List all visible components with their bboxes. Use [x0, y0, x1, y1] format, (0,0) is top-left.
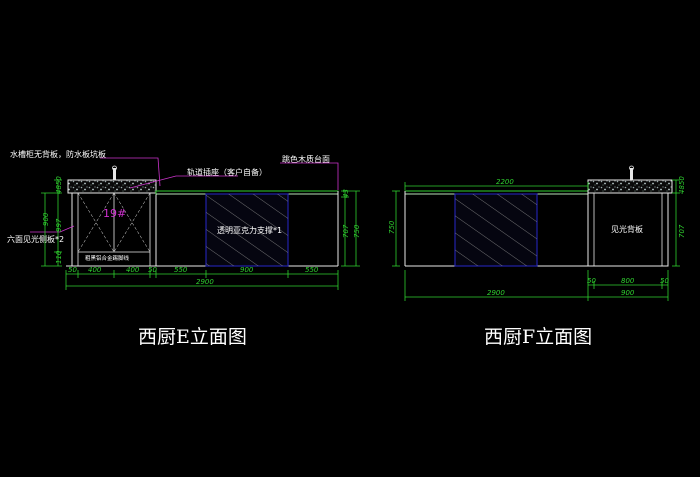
dim-label: 400 — [126, 266, 140, 274]
dims-f: 2200 50 800 50 900 2900 750 4850 707 — [388, 176, 686, 297]
title-elevation-e: 西厨E立面图 — [138, 326, 247, 348]
door-swing-line — [113, 192, 151, 253]
faucet-icon — [112, 165, 117, 171]
elevation-e — [30, 157, 360, 290]
dim-label-sub-total: 900 — [621, 289, 635, 297]
dim-label: 50 — [148, 266, 157, 274]
dim-ticks-bottom — [404, 270, 669, 301]
dim-label: 707 — [678, 224, 686, 238]
acrylic-hatch — [206, 194, 288, 266]
stone-countertop — [587, 179, 673, 194]
dims-e: 50 400 400 50 550 900 550 2900 4850 900 … — [42, 176, 361, 286]
dim-ticks-bottom — [65, 270, 339, 290]
leader-side-panel — [30, 225, 75, 233]
labels-e: 水槽柜无背板，防水板坑板 轨道插座（客户自备） 跳色木质台面 六面见光侧板*2 … — [7, 149, 330, 262]
dim-label: 50 — [660, 277, 669, 285]
acrylic-hatch — [455, 194, 537, 266]
label-track-socket: 轨道插座（客户自备） — [187, 167, 267, 177]
dim-label: 550 — [174, 266, 188, 274]
dim-label: 997 — [55, 218, 63, 232]
title-elevation-f: 西厨F立面图 — [484, 326, 593, 348]
leader-sink — [100, 157, 161, 187]
door-swing-line — [113, 192, 151, 253]
door-swing-line — [77, 192, 115, 253]
dim-label: 50 — [68, 266, 77, 274]
dim-label-total: 2900 — [196, 278, 214, 286]
label-side-panel: 六面见光侧板*2 — [7, 234, 64, 244]
dim-label: 550 — [305, 266, 319, 274]
dim-label: 750 — [353, 224, 361, 238]
dim-label-top: 2200 — [496, 178, 514, 186]
dim-ticks-left — [41, 179, 62, 267]
door-swing-line — [77, 192, 115, 253]
stone-countertop — [67, 179, 157, 194]
label-acrylic-support: 透明亚克力支撑*1 — [217, 225, 282, 235]
elevation-f — [392, 165, 680, 301]
dim-label: 707 — [342, 224, 350, 238]
faucet-icon — [113, 168, 116, 180]
label-dishwasher: 粗黑铝合金踢脚线 — [85, 254, 130, 262]
dim-label: 800 — [621, 277, 635, 285]
dim-label: 400 — [88, 266, 102, 274]
dim-label: 110 — [55, 250, 63, 264]
dim-label: 900 — [42, 212, 50, 226]
dim-ticks-right — [341, 190, 360, 267]
faucet-icon — [629, 165, 634, 171]
dim-label: 4850 — [55, 176, 63, 194]
label-sink-cabinet: 水槽柜无背板，防水板坑板 — [10, 149, 106, 159]
labels-f: 见光背板 — [611, 224, 643, 234]
leader-socket — [129, 175, 238, 189]
faucet-icon — [630, 168, 633, 180]
dim-label: 900 — [240, 266, 254, 274]
dim-label: 4850 — [678, 176, 686, 194]
label-countertop: 跳色木质台面 — [282, 154, 330, 164]
dim-label: 50 — [587, 277, 596, 285]
label-back-panel: 见光背板 — [611, 224, 643, 234]
dim-ticks-right — [672, 179, 680, 267]
dim-label-total: 2900 — [487, 289, 505, 297]
dim-label: 43 — [342, 189, 350, 198]
dim-label: 750 — [388, 220, 396, 234]
cabinet-number: 19# — [103, 207, 126, 220]
leader-countertop — [280, 162, 339, 190]
